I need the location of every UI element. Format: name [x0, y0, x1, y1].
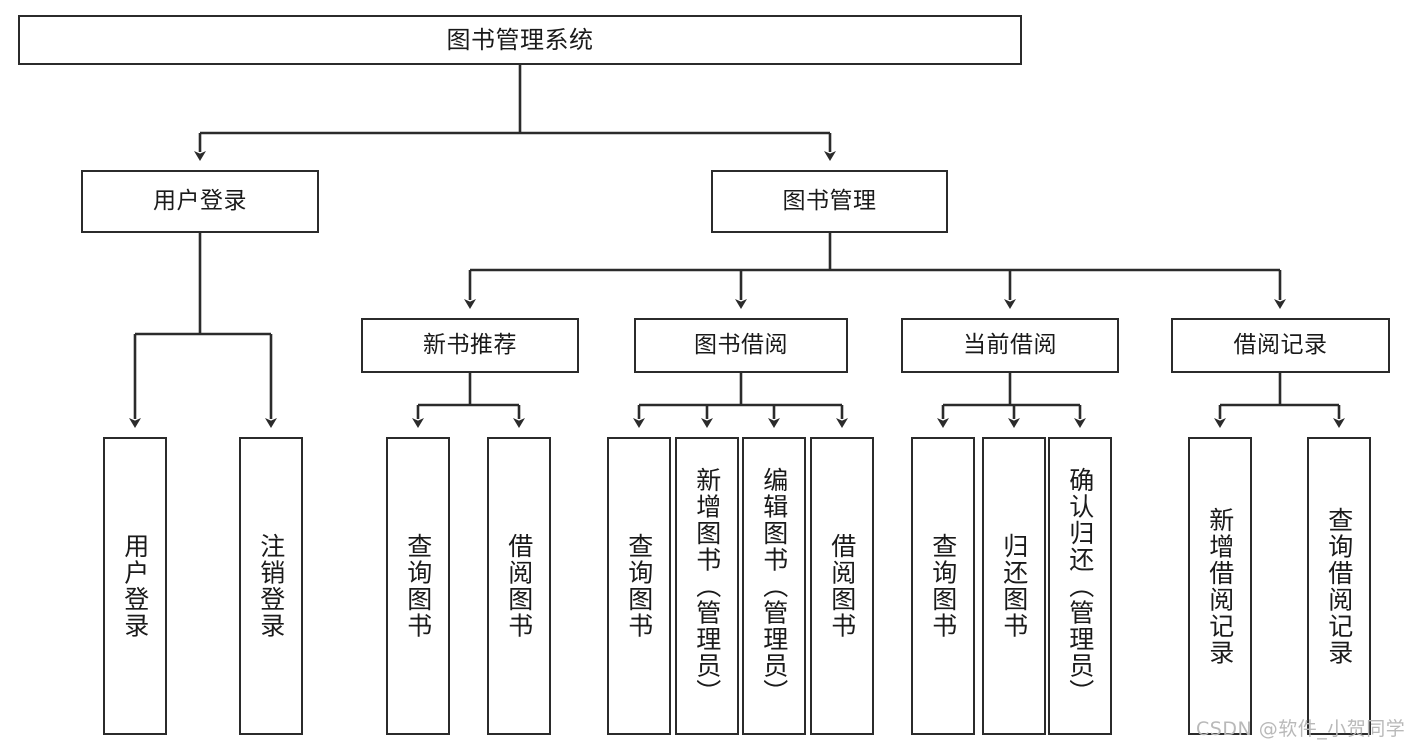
leaf-return-book[interactable]: 归还图书 — [982, 437, 1046, 735]
node-current-borrow-label: 当前借阅 — [963, 331, 1057, 358]
leaf-logout[interactable]: 注销登录 — [239, 437, 303, 735]
leaf-query-book-recommend[interactable]: 查询图书 — [386, 437, 450, 735]
node-user-login[interactable]: 用户登录 — [81, 170, 319, 233]
node-borrow-record[interactable]: 借阅记录 — [1171, 318, 1390, 373]
leaf-query-book-current-label: 查询图书 — [928, 533, 958, 639]
node-user-login-label: 用户登录 — [153, 187, 247, 214]
leaf-confirm-return-admin-label: 确认归还（管理员） — [1065, 466, 1095, 706]
node-current-borrow[interactable]: 当前借阅 — [901, 318, 1119, 373]
leaf-borrow-book-recommend[interactable]: 借阅图书 — [487, 437, 551, 735]
leaf-add-book-admin-label: 新增图书（管理员） — [692, 466, 722, 706]
leaf-confirm-return-admin[interactable]: 确认归还（管理员） — [1048, 437, 1112, 735]
leaf-borrow-book[interactable]: 借阅图书 — [810, 437, 874, 735]
leaf-query-book[interactable]: 查询图书 — [607, 437, 671, 735]
leaf-user-login-label: 用户登录 — [120, 533, 150, 639]
leaf-query-book-label: 查询图书 — [624, 533, 654, 639]
node-book-borrow[interactable]: 图书借阅 — [634, 318, 848, 373]
leaf-add-borrow-record-label: 新增借阅记录 — [1205, 506, 1235, 666]
watermark-text: CSDN @软件_小贺同学 — [1196, 718, 1405, 740]
node-new-book-recommend-label: 新书推荐 — [423, 331, 517, 358]
leaf-edit-book-admin[interactable]: 编辑图书（管理员） — [742, 437, 806, 735]
node-root[interactable]: 图书管理系统 — [18, 15, 1022, 65]
leaf-logout-label: 注销登录 — [256, 533, 286, 639]
leaf-query-book-recommend-label: 查询图书 — [403, 533, 433, 639]
leaf-return-book-label: 归还图书 — [999, 533, 1029, 639]
node-book-management-label: 图书管理 — [782, 187, 877, 214]
leaf-edit-book-admin-label: 编辑图书（管理员） — [759, 466, 789, 706]
leaf-borrow-book-recommend-label: 借阅图书 — [504, 533, 534, 639]
node-root-label: 图书管理系统 — [446, 25, 594, 54]
leaf-query-borrow-record[interactable]: 查询借阅记录 — [1307, 437, 1371, 735]
node-borrow-record-label: 借阅记录 — [1233, 331, 1328, 358]
leaf-borrow-book-label: 借阅图书 — [827, 533, 857, 639]
node-new-book-recommend[interactable]: 新书推荐 — [361, 318, 579, 373]
node-book-borrow-label: 图书借阅 — [694, 331, 788, 358]
leaf-user-login[interactable]: 用户登录 — [103, 437, 167, 735]
leaf-query-book-current[interactable]: 查询图书 — [911, 437, 975, 735]
leaf-add-borrow-record[interactable]: 新增借阅记录 — [1188, 437, 1252, 735]
leaf-add-book-admin[interactable]: 新增图书（管理员） — [675, 437, 739, 735]
leaf-query-borrow-record-label: 查询借阅记录 — [1324, 506, 1354, 666]
node-book-management[interactable]: 图书管理 — [711, 170, 948, 233]
